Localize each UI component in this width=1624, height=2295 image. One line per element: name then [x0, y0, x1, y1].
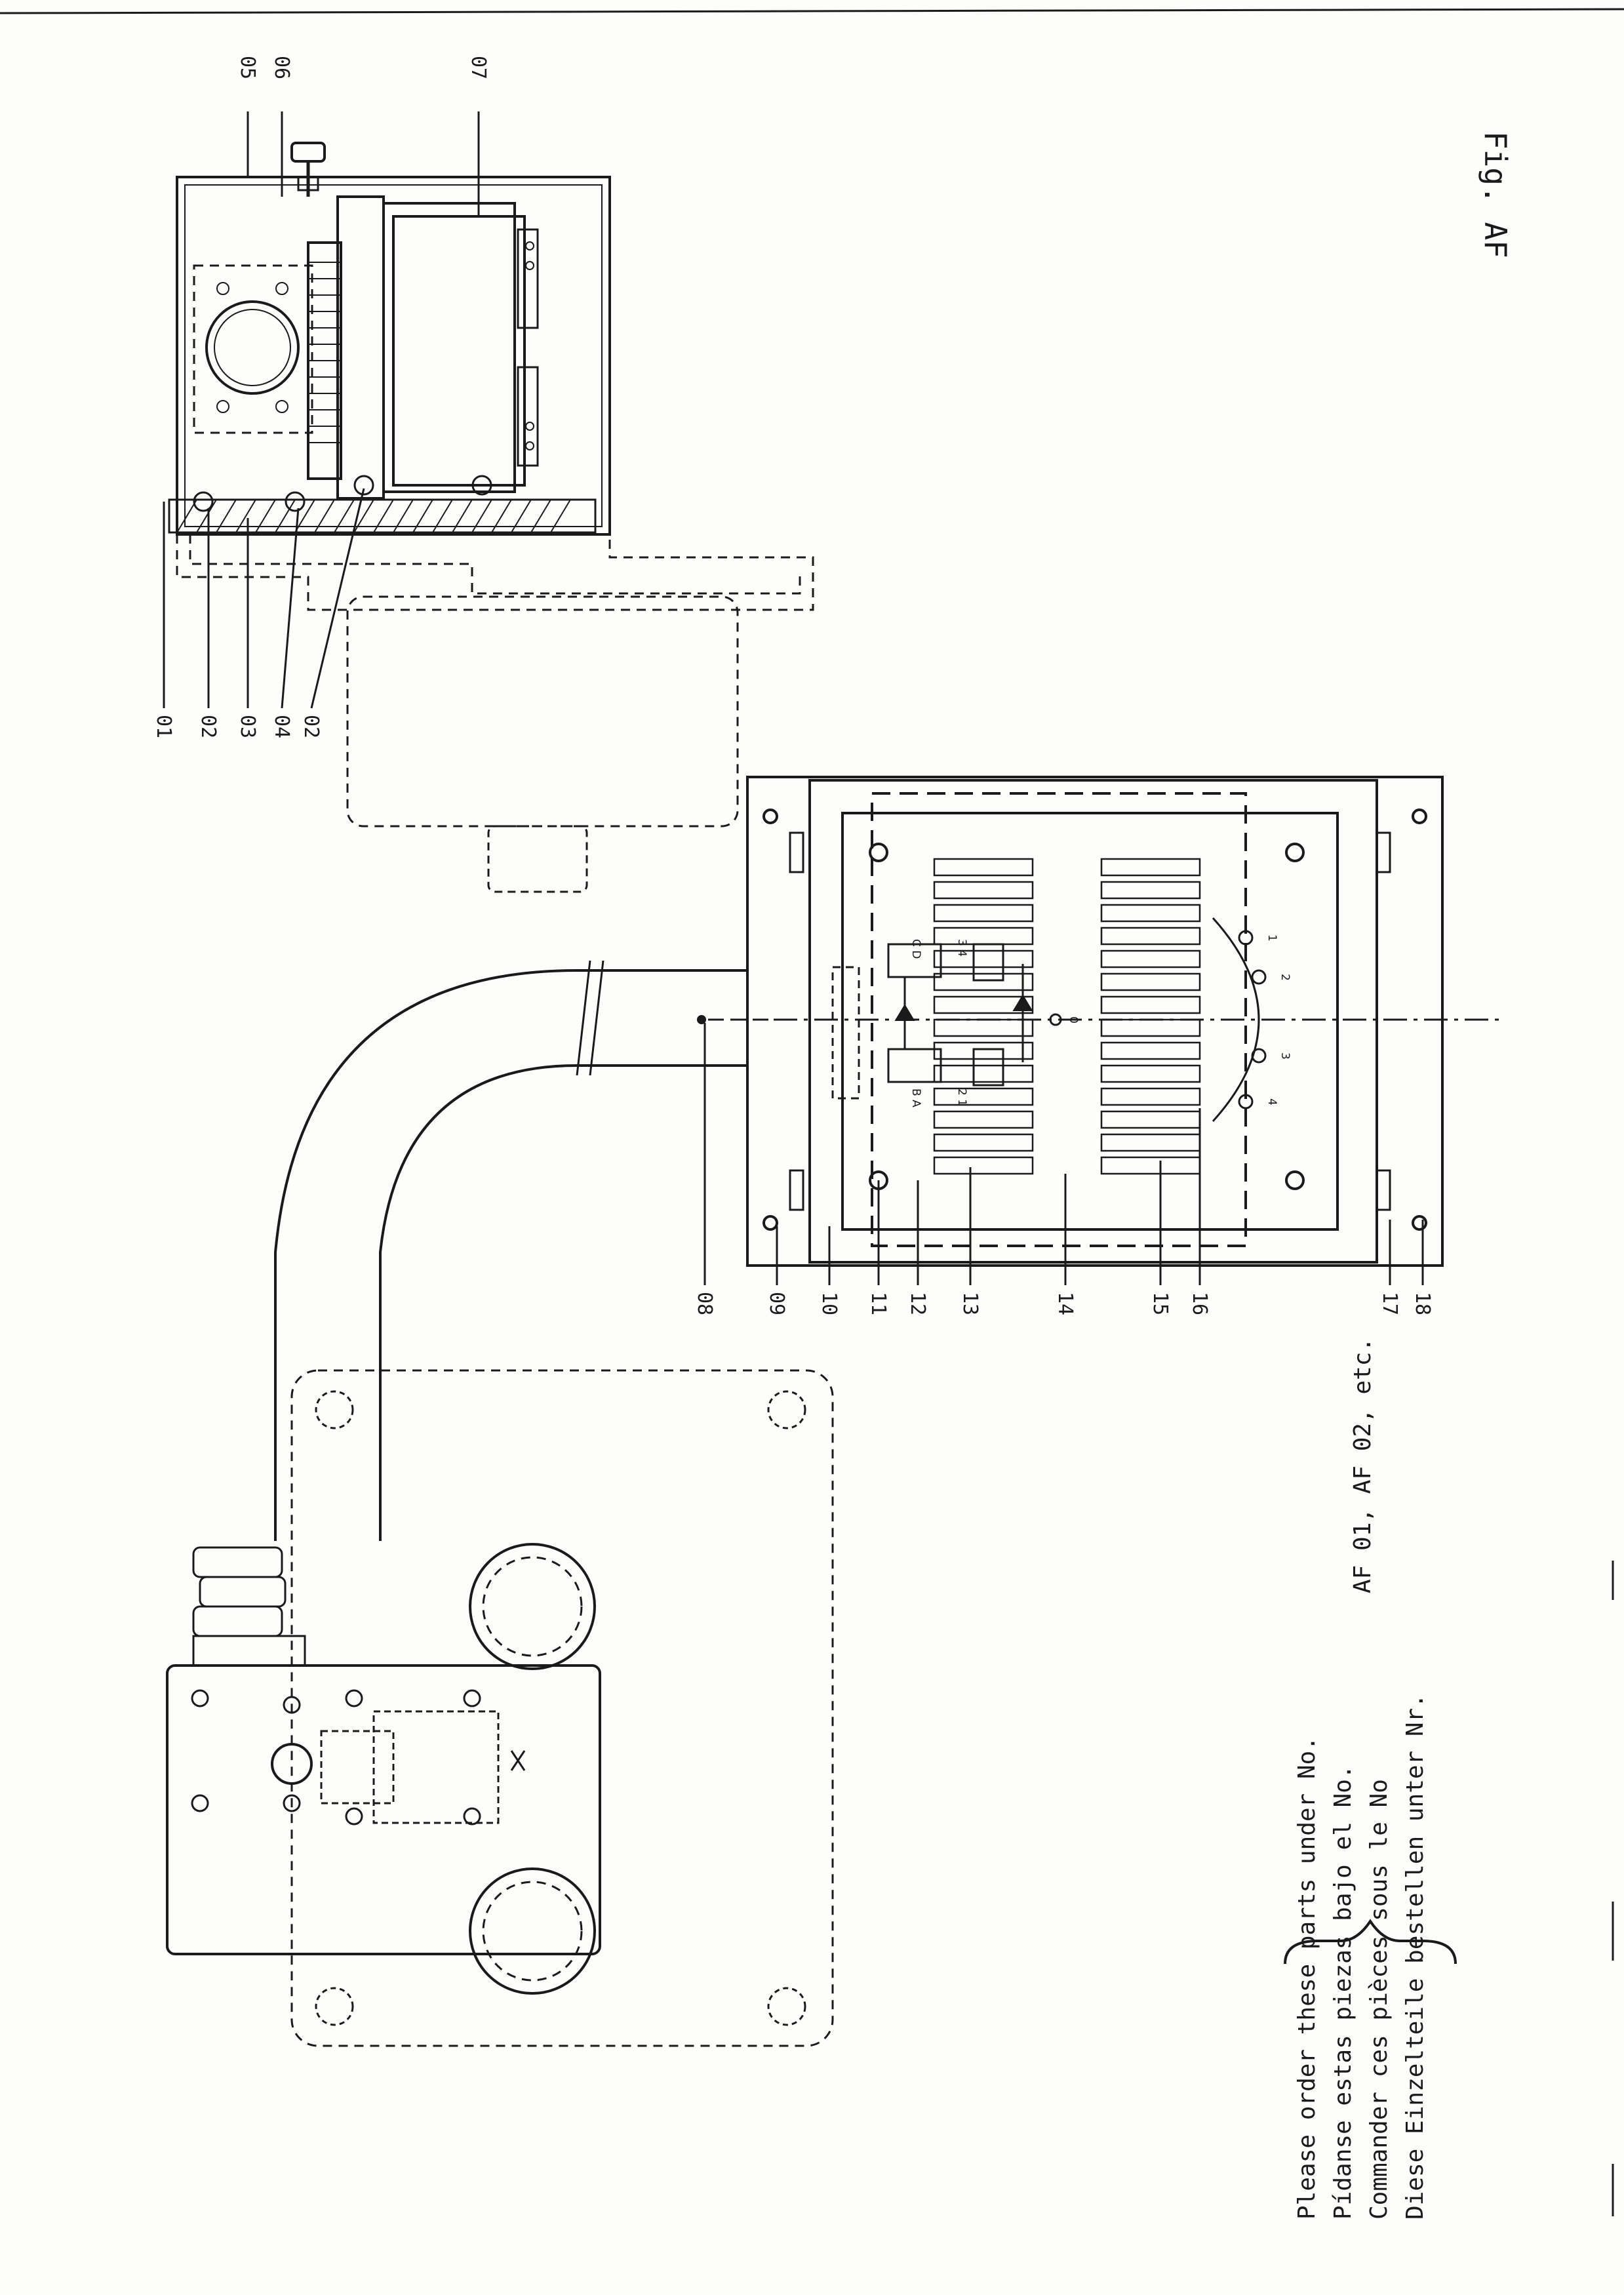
callout-03: 03 — [236, 715, 259, 738]
callout-02-a: 02 — [197, 715, 220, 738]
selector-switch-ba — [887, 1048, 942, 1083]
roller-lower — [469, 1867, 596, 1995]
adjustment-knob — [290, 142, 326, 163]
socket-hole — [205, 300, 300, 395]
cable-arm — [274, 960, 774, 1541]
callout-18: 18 — [1411, 1292, 1434, 1315]
leader-lines-top — [163, 111, 480, 709]
order-note-brace — [1284, 1919, 1457, 1965]
dashed-housing — [346, 595, 739, 828]
panel-base-plate — [746, 776, 1444, 1267]
mark-34: 3 4 — [955, 939, 968, 957]
callout-02-b: 02 — [300, 715, 323, 738]
order-note-line-1: Please order these parts under No. — [1294, 1736, 1320, 2220]
order-note-line-3: Commander ces pièces sous le No — [1366, 1779, 1393, 2220]
mark-cd: C D — [909, 939, 922, 959]
panel-marks: C D 3 4 B A 2 1 0 1 2 3 4 — [909, 934, 1292, 1108]
mark-lamp-2: 2 — [1278, 974, 1292, 981]
callout-11: 11 — [867, 1292, 890, 1315]
mark-lamp-4: 4 — [1265, 1098, 1278, 1106]
pendant-center-hole — [271, 1743, 313, 1785]
mark-lamp-3: 3 — [1278, 1052, 1292, 1060]
order-note-line-2: Pídanse estas piezas bajo el No. — [1330, 1765, 1357, 2220]
callout-13: 13 — [959, 1292, 981, 1315]
callout-10: 10 — [818, 1292, 841, 1315]
callout-15: 15 — [1149, 1292, 1172, 1315]
mark-lamp-1: 1 — [1265, 934, 1278, 942]
panel-screw — [869, 843, 888, 862]
callout-16: 16 — [1188, 1292, 1211, 1315]
selector-switch-cd — [887, 943, 942, 978]
pendant-body — [166, 1664, 601, 1955]
mark-21: 2 1 — [955, 1088, 968, 1106]
callout-17: 17 — [1378, 1292, 1401, 1315]
callout-09: 09 — [765, 1292, 788, 1315]
callout-01: 01 — [152, 715, 175, 738]
callout-14: 14 — [1054, 1292, 1077, 1315]
callout-08: 08 — [693, 1292, 716, 1315]
button-grid-upper — [933, 858, 1034, 1175]
leader-lines-bottom — [703, 1023, 1424, 1285]
callout-06: 06 — [270, 56, 293, 79]
dashed-mount-plate — [290, 1369, 834, 2047]
mark-arrow: 0 — [1067, 1016, 1080, 1024]
operator-panel — [746, 776, 1501, 1267]
callout-07: 07 — [467, 56, 490, 79]
mark-ba: B A — [909, 1088, 922, 1108]
page-top-rule — [0, 8, 1624, 14]
callout-04: 04 — [270, 715, 293, 738]
button-grid-lower — [1100, 858, 1201, 1175]
roller-upper — [469, 1543, 596, 1670]
order-note-line-4: Diese Einzelteile bestellen unter Nr. — [1402, 1694, 1429, 2220]
callout-12: 12 — [906, 1292, 929, 1315]
figure-label: Fig. AF — [1478, 131, 1513, 258]
lamp-arc — [1212, 917, 1260, 1123]
transformer — [392, 215, 526, 487]
part-code-example: AF 01, AF 02, etc. — [1349, 1338, 1376, 1593]
order-note: Please order these parts under No. Pídan… — [1294, 1338, 1429, 2220]
callout-05: 05 — [236, 56, 259, 79]
control-box-section — [168, 142, 814, 893]
pendant-mount — [166, 1369, 834, 2047]
